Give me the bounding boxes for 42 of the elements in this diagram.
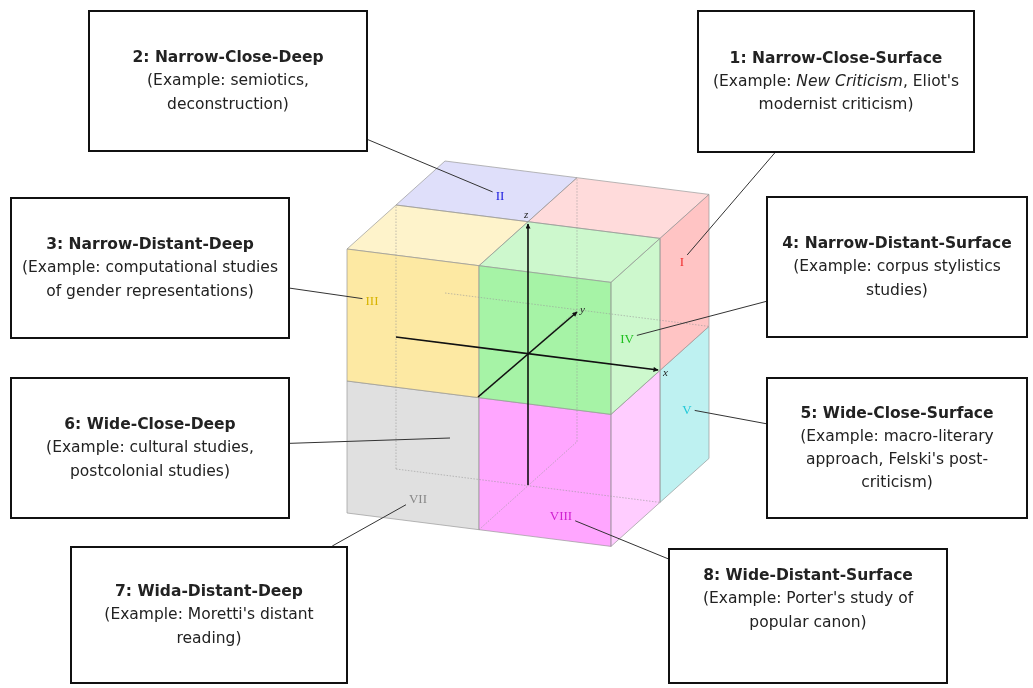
leader-line: [694, 409, 767, 425]
callout-box: [88, 10, 368, 152]
example-text: (Example: macro-literary approach, Felski's post-criticism): [799, 425, 995, 494]
callout-box: [10, 197, 290, 339]
axis-label: y: [580, 304, 585, 315]
leader-line: [574, 520, 669, 560]
octant-label: VII: [408, 491, 427, 505]
octant-label: I: [679, 254, 685, 268]
example-text: (Example: computational studies of gender representations): [22, 257, 278, 302]
octant-label: III: [365, 293, 379, 307]
example-text: (Example: New Criticism, Eliot's modernist criticism): [711, 70, 961, 116]
box-heading: 7: Wida-Distant-Deep: [115, 581, 303, 603]
octant-label: IV: [620, 331, 634, 345]
box-heading: 1: Narrow-Close-Surface: [729, 47, 943, 69]
octant-label: V: [682, 402, 692, 416]
box-heading: 2: Narrow-Close-Deep: [132, 47, 324, 69]
box-heading: 8: Wide-Distant-Surface: [703, 566, 913, 584]
example-text: (Example: Porter's study of popular canon): [702, 589, 914, 631]
box-heading: 6: Wide-Close-Deep: [64, 414, 236, 436]
box-heading: 3: Narrow-Distant-Deep: [46, 234, 254, 256]
callout-box: [766, 377, 1028, 519]
callout-box: [766, 196, 1028, 338]
axis-label: x: [663, 367, 668, 378]
example-text: (Example: corpus stylistics studies): [792, 256, 1002, 301]
example-text: (Example: Moretti's distant reading): [103, 604, 315, 649]
box-heading: 5: Wide-Close-Surface: [800, 402, 994, 424]
example-text: (Example: cultural studies, postcolonial studies): [45, 437, 255, 482]
callout-box: [10, 377, 290, 519]
callout-box: [697, 10, 975, 153]
leader-line: [686, 152, 776, 256]
leader-line: [636, 300, 767, 336]
leader-line: [289, 287, 363, 300]
box-heading: 4: Narrow-Distant-Surface: [782, 233, 1012, 255]
leader-line: [367, 139, 494, 193]
callout-box: [70, 546, 348, 684]
callout-box: [668, 548, 948, 684]
leader-line: [289, 437, 451, 444]
octant-label: II: [495, 188, 505, 202]
axis-label: z: [524, 209, 529, 220]
octant-label: VIII: [549, 508, 573, 522]
leader-line: [331, 504, 407, 547]
example-text: (Example: semiotics, deconstruction): [146, 70, 310, 115]
